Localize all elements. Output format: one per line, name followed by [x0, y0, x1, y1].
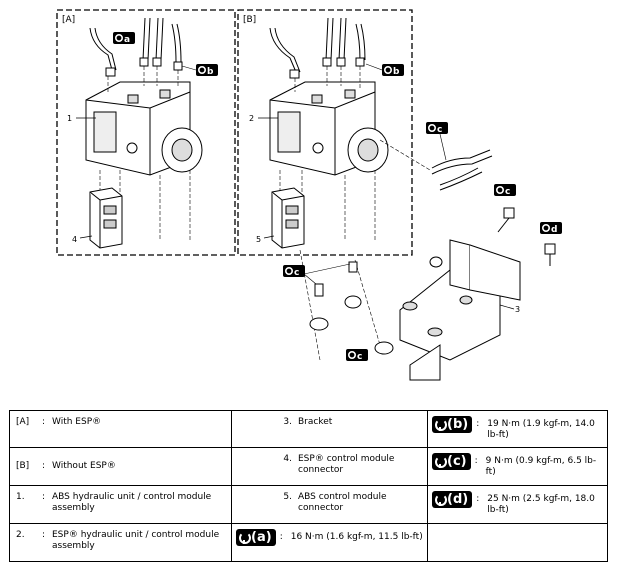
external-brake-pipe [431, 149, 493, 191]
legend-cell: 2.:ESP® hydraulic unit / control module … [9, 523, 232, 562]
svg-text:b: b [393, 67, 400, 77]
badge-c-bolt: c [493, 183, 517, 197]
svg-text:c: c [294, 268, 299, 278]
exploded-diagram: [A] [B] 4 1 a b [56, 9, 563, 381]
legend-key: 4. [283, 454, 292, 464]
unit-a-fittings [105, 57, 183, 77]
torque-value: 25 N·m (2.5 kgf-m, 18.0 lb-ft) [487, 494, 595, 515]
torque-badge-c: (c) [432, 453, 471, 470]
callout-2: 2 [249, 114, 254, 123]
torque-cell: (b):19 N·m (1.9 kgf-m, 14.0 lb-ft) [427, 410, 608, 448]
torque-value: 9 N·m (0.9 kgf-m, 6.5 lb-ft) [485, 456, 597, 477]
box-a-label: [A] [62, 15, 75, 25]
unit-b-pipes [269, 17, 366, 73]
wrench-icon [239, 532, 251, 544]
torque-cell: (a):16 N·m (1.6 kgf-m, 11.5 lb-ft) [231, 523, 428, 562]
svg-text:a: a [124, 35, 130, 45]
legend-cell: [B]:Without ESP® [9, 447, 232, 486]
legend-key: [B] [16, 461, 30, 471]
torque-value: 19 N·m (1.9 kgf-m, 14.0 lb-ft) [487, 419, 595, 440]
torque-badge-a: (a) [236, 529, 276, 546]
legend-text: ABS hydraulic unit / control module asse… [52, 492, 212, 513]
box-a [56, 9, 236, 256]
legend-cell: 3. Bracket [231, 410, 428, 448]
badge-c-pipe: c [425, 121, 449, 135]
bolt-right [544, 243, 556, 266]
legend-text: ABS control module connector [298, 492, 387, 513]
legend-key: 5. [283, 492, 292, 502]
badge-c-nut: c [345, 348, 369, 362]
wrench-icon [435, 456, 447, 468]
svg-text:b: b [207, 67, 214, 77]
legend-text: ESP® hydraulic unit / control module ass… [52, 530, 220, 551]
svg-text:d: d [551, 225, 557, 235]
box-b-label: [B] [243, 15, 256, 25]
grommet [429, 256, 443, 268]
legend-text: ESP® control module connector [298, 454, 395, 475]
box-b [237, 9, 413, 256]
legend-key: [A] [16, 417, 30, 427]
legend-key: 3. [283, 417, 292, 427]
callout-4: 4 [72, 235, 77, 244]
svg-text:c: c [437, 125, 442, 135]
legend-cell: [A]:With ESP® [9, 410, 232, 448]
callout-5: 5 [256, 235, 261, 244]
callout-1: 1 [67, 114, 72, 123]
legend-cell: 1.:ABS hydraulic unit / control module a… [9, 485, 232, 524]
svg-text:c: c [505, 187, 510, 197]
unit-a-pipes [89, 17, 182, 71]
esp-hydraulic-unit-b [269, 81, 389, 176]
wrench-icon [435, 494, 447, 506]
legend-text: Bracket [298, 417, 333, 427]
torque-cell: (c):9 N·m (0.9 kgf-m, 6.5 lb-ft) [427, 447, 608, 486]
legend-cell: 4. ESP® control module connector [231, 447, 428, 486]
bracket-3 [399, 239, 521, 381]
badge-b-unit-a: b [195, 63, 219, 77]
badge-b-unit-b: b [381, 63, 405, 77]
lower-bolts [309, 261, 362, 331]
legend-key: 1. [16, 492, 25, 502]
empty-cell [427, 523, 608, 562]
torque-cell: (d):25 N·m (2.5 kgf-m, 18.0 lb-ft) [427, 485, 608, 524]
svg-text:c: c [357, 352, 362, 362]
wrench-icon [435, 419, 447, 431]
legend-table: [A]:With ESP® 3. Bracket (b):19 N·m (1.9 … [9, 410, 608, 562]
esp-connector-4 [89, 187, 123, 249]
abs-connector-5 [271, 187, 305, 249]
torque-value: 16 N·m (1.6 kgf-m, 11.5 lb-ft) [290, 532, 423, 542]
bolt-upper [497, 207, 515, 233]
legend-text: Without ESP® [52, 461, 116, 471]
badge-c-lower: c [282, 264, 306, 278]
badge-a-unit-a: a [112, 31, 136, 45]
torque-badge-d: (d) [432, 491, 473, 508]
torque-badge-b: (b) [432, 416, 473, 433]
badge-d: d [539, 221, 563, 235]
legend-cell: 5. ABS control module connector [231, 485, 428, 524]
abs-hydraulic-unit-a [85, 81, 203, 176]
nut-lower [374, 341, 394, 355]
legend-text: With ESP® [52, 417, 102, 427]
callout-3: 3 [515, 305, 520, 314]
legend-key: 2. [16, 530, 25, 540]
